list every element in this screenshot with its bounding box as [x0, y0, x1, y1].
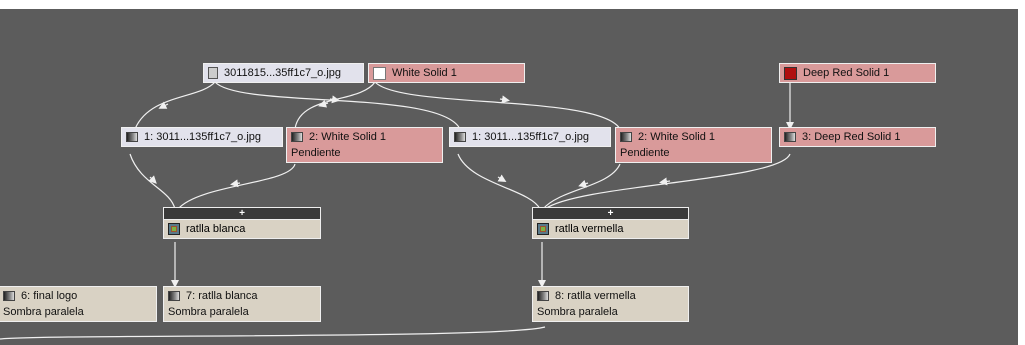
connection-wires [0, 81, 794, 340]
white-swatch-icon [373, 66, 386, 80]
comp-node-ratlla-vermella[interactable]: + ratlla vermella [532, 207, 689, 239]
node-sublabel: Sombra paralela [168, 306, 249, 318]
node-sublabel: Sombra paralela [537, 306, 618, 318]
layer-node[interactable]: 1: 3011...135ff1c7_o.jpg [449, 127, 611, 147]
wire-out8-to-bottom [0, 326, 546, 340]
wire-l1-to-comp1 [129, 153, 176, 210]
node-label: ratlla blanca [186, 223, 246, 235]
expand-plus-button[interactable]: + [163, 207, 321, 220]
node-label: 3: Deep Red Solid 1 [802, 131, 901, 143]
comp-node-ratlla-blanca[interactable]: + ratlla blanca [163, 207, 321, 239]
layer-icon [291, 132, 303, 142]
node-label: 2: White Solid 1 [309, 131, 387, 143]
wire-footage-to-layer1b [214, 81, 461, 130]
node-label: ratlla vermella [555, 223, 624, 235]
red-swatch-icon [784, 66, 797, 80]
layer-icon [3, 291, 15, 301]
layer-node[interactable]: 3: Deep Red Solid 1 [779, 127, 936, 147]
layer-icon [126, 132, 138, 142]
expand-plus-button[interactable]: + [532, 207, 689, 220]
layer-icon [620, 132, 632, 142]
node-label: 7: ratlla blanca [186, 290, 258, 302]
footage-node-jpg[interactable]: 3011815...35ff1c7_o.jpg [203, 63, 364, 83]
wire-footage-to-layer1 [134, 81, 216, 130]
node-sublabel: Pendiente [291, 147, 341, 159]
node-label: White Solid 1 [392, 67, 457, 79]
wire-l2-to-comp1 [177, 163, 296, 210]
layer-icon [454, 132, 466, 142]
layer-node[interactable]: 2: White Solid 1 Pendiente [286, 127, 443, 163]
node-label: 6: final logo [21, 290, 78, 302]
node-sublabel: Pendiente [620, 147, 670, 159]
output-layer-node[interactable]: 6: final logo Sombra paralela [0, 286, 157, 322]
output-layer-node[interactable]: 7: ratlla blanca Sombra paralela [163, 286, 321, 322]
footage-node-white-solid[interactable]: White Solid 1 [368, 63, 525, 83]
node-label: 2: White Solid 1 [638, 131, 716, 143]
layer-icon [784, 132, 796, 142]
footage-node-deep-red-solid[interactable]: Deep Red Solid 1 [779, 63, 936, 83]
wire-white-to-layer2 [294, 81, 376, 130]
layer-icon [537, 291, 549, 301]
node-label: 1: 3011...135ff1c7_o.jpg [144, 131, 262, 143]
node-label: Deep Red Solid 1 [803, 67, 890, 79]
node-sublabel: Sombra paralela [3, 306, 84, 318]
node-label: 8: ratlla vermella [555, 290, 636, 302]
node-label: 3011815...35ff1c7_o.jpg [224, 67, 342, 79]
flowchart-canvas[interactable]: 3011815...35ff1c7_o.jpg White Solid 1 De… [0, 9, 1018, 345]
wire-l2b-to-comp2 [542, 163, 621, 210]
layer-node[interactable]: 2: White Solid 1 Pendiente [615, 127, 772, 163]
wire-white-to-layer2b [374, 81, 621, 130]
node-label: 1: 3011...135ff1c7_o.jpg [472, 131, 590, 143]
output-layer-node[interactable]: 8: ratlla vermella Sombra paralela [532, 286, 689, 322]
composition-icon [168, 223, 180, 235]
footage-icon [208, 67, 218, 79]
wire-l1b-to-comp2 [457, 153, 541, 210]
wire-l3-to-comp2 [544, 153, 791, 210]
composition-icon [537, 223, 549, 235]
layer-node[interactable]: 1: 3011...135ff1c7_o.jpg [121, 127, 283, 147]
layer-icon [168, 291, 180, 301]
